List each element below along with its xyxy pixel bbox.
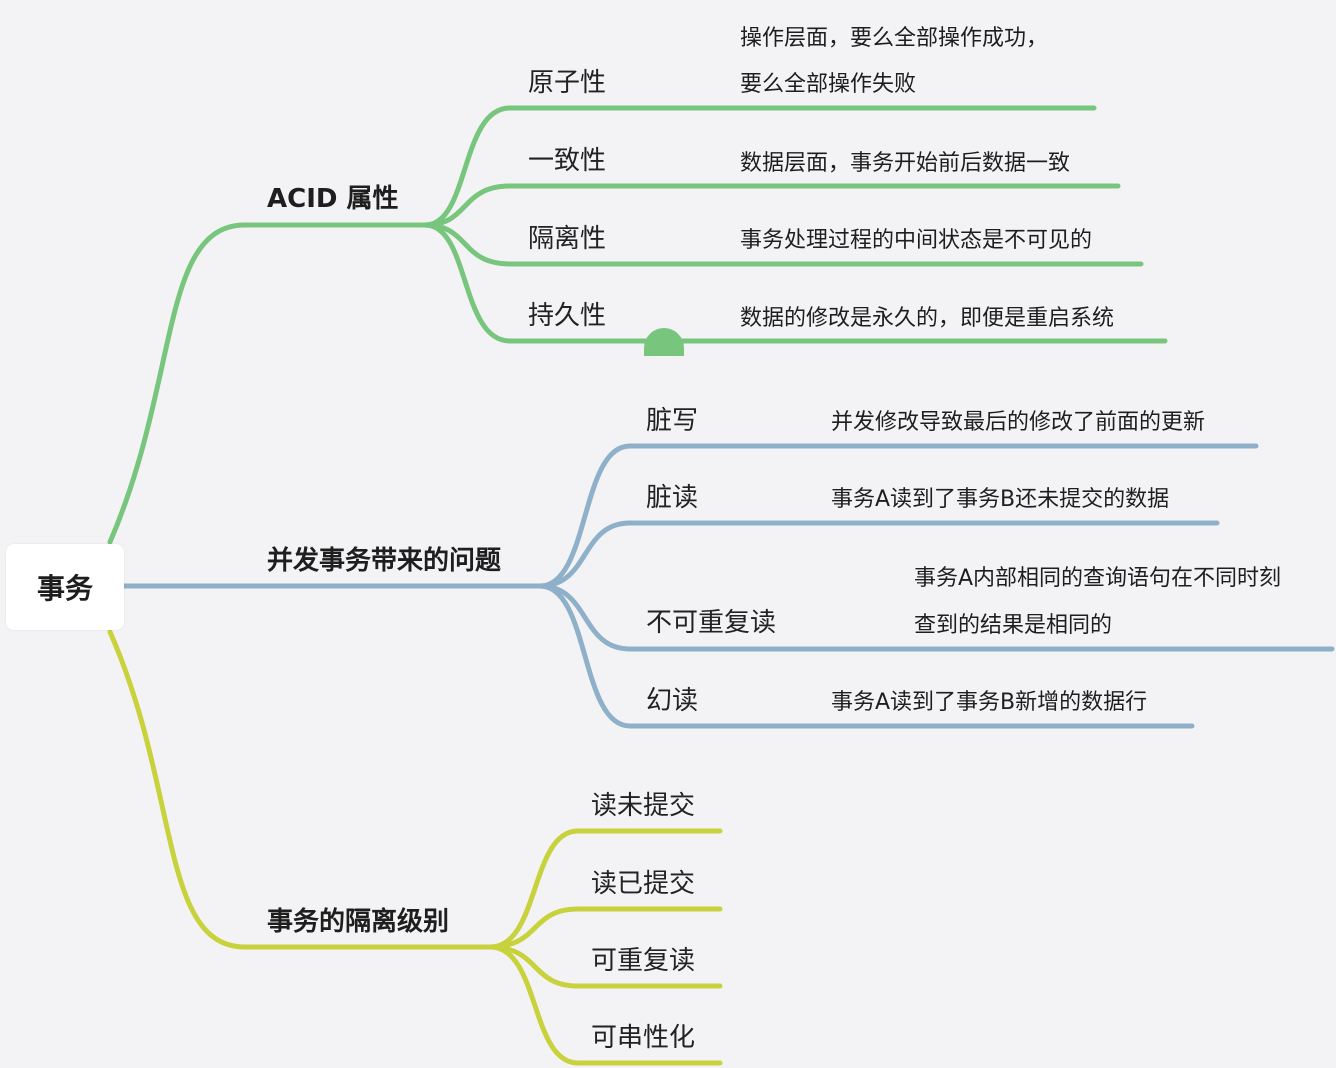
subtopic-read-uncommitted[interactable]: 读未提交 (591, 791, 696, 821)
note-atomicity-line1[interactable]: 操作层面，要么全部操作成功， (740, 26, 1049, 51)
connector-isolation-read-committed (487, 906, 723, 950)
connector-isolation-read-uncommitted (487, 828, 723, 950)
note-non-repeatable-line1[interactable]: 事务A内部相同的查询语句在不同时刻 (914, 566, 1282, 591)
subtopic-consistency[interactable]: 一致性 (528, 146, 607, 176)
root-topic[interactable]: 事务 (6, 544, 124, 630)
note-durability[interactable]: 数据的修改是永久的，即便是重启系统 (740, 306, 1115, 331)
note-phantom-read[interactable]: 事务A读到了事务B新增的数据行 (831, 690, 1148, 715)
connector-concurrency-phantom (537, 583, 1195, 729)
connector-concurrency-nonrepeatable (537, 583, 1335, 652)
connector-concurrency-dirty-write (537, 443, 1259, 589)
note-isolation[interactable]: 事务处理过程的中间状态是不可见的 (740, 228, 1093, 253)
note-dirty-write[interactable]: 并发修改导致最后的修改了前面的更新 (831, 410, 1206, 435)
subtopic-dirty-read[interactable]: 脏读 (646, 483, 699, 513)
topic-concurrency-issues[interactable]: 并发事务带来的问题 (267, 546, 502, 576)
topic-acid-properties[interactable]: ACID 属性 (267, 184, 399, 214)
subtopic-non-repeatable-read[interactable]: 不可重复读 (646, 608, 777, 638)
connector-concurrency-dirty-read (537, 520, 1220, 589)
connector-acid-atomicity (422, 105, 1097, 228)
subtopic-atomicity[interactable]: 原子性 (528, 68, 607, 98)
note-consistency[interactable]: 数据层面，事务开始前后数据一致 (740, 151, 1071, 176)
subtopic-phantom-read[interactable]: 幻读 (646, 686, 699, 716)
subtopic-read-committed[interactable]: 读已提交 (591, 869, 696, 899)
subtopic-durability[interactable]: 持久性 (528, 301, 607, 331)
connector-acid-consistency (422, 183, 1121, 228)
note-atomicity-line2[interactable]: 要么全部操作失败 (740, 72, 917, 97)
note-dirty-read[interactable]: 事务A读到了事务B还未提交的数据 (831, 487, 1170, 512)
connector-acid-isolation (422, 222, 1144, 267)
connector-isolation-repeatable-read (487, 944, 723, 989)
topic-isolation-levels[interactable]: 事务的隔离级别 (267, 907, 450, 937)
subtopic-repeatable-read[interactable]: 可重复读 (591, 946, 696, 976)
collapse-knob-icon (644, 328, 684, 356)
connector-acid-durability (422, 222, 1168, 344)
subtopic-isolation[interactable]: 隔离性 (528, 224, 607, 254)
subtopic-dirty-write[interactable]: 脏写 (646, 406, 699, 436)
connector-isolation-serializable (487, 944, 723, 1066)
subtopic-serializable[interactable]: 可串性化 (591, 1023, 696, 1053)
note-non-repeatable-line2[interactable]: 查到的结果是相同的 (914, 613, 1113, 638)
connector-root-isolation (107, 629, 493, 950)
connector-root-acid (107, 222, 428, 545)
